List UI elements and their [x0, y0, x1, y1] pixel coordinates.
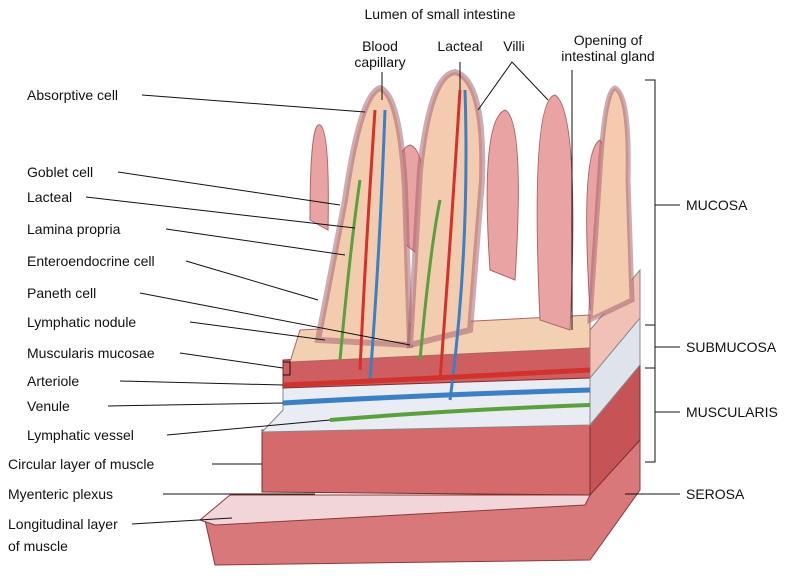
lymphatic-vessel-label: Lymphatic vessel: [27, 427, 134, 443]
lymphatic-vessel-line: [329, 403, 591, 422]
lymphatic-nodule-label: Lymphatic nodule: [27, 314, 137, 330]
villus-bg: [486, 109, 519, 281]
villus-front-left: [314, 84, 414, 349]
lacteal-top-label: Lacteal: [437, 38, 483, 54]
goblet-cell-label: Goblet cell: [27, 164, 94, 180]
submucosa-label: SUBMUCOSA: [686, 339, 777, 355]
lymph-vessel: [338, 179, 442, 361]
villus-bg: [536, 94, 574, 331]
longitudinal-muscle-label: Longitudinal layer of muscle: [8, 516, 118, 554]
longitudinal-line2: of muscle: [8, 538, 68, 554]
venule-label: Venule: [27, 398, 70, 414]
opening-line1: Opening of: [573, 32, 643, 48]
blood-capillary-line2: capillary: [354, 54, 406, 70]
circular-muscle-label: Circular layer of muscle: [8, 456, 155, 472]
arteriole-vessel: [282, 367, 591, 388]
longitudinal-line1: Longitudinal layer: [8, 516, 118, 532]
myenteric-plexus-label: Myenteric plexus: [8, 486, 114, 502]
opening-line2: intestinal gland: [561, 48, 655, 64]
venule-vessel: [282, 387, 591, 406]
blood-capillary-line1: Blood: [362, 38, 398, 54]
villus-bg: [309, 124, 329, 231]
serosa-label: SEROSA: [686, 486, 745, 502]
lumen-label: Lumen of small intestine: [364, 6, 516, 22]
lacteal-vessel: [368, 89, 468, 401]
arteriole-label: Arteriole: [27, 373, 80, 389]
muscularis-label: MUSCULARIS: [686, 404, 778, 420]
paneth-cell-label: Paneth cell: [27, 285, 97, 301]
lacteal-label: Lacteal: [27, 189, 73, 205]
absorptive-cell-label: Absorptive cell: [27, 87, 119, 103]
mucosa-label: MUCOSA: [686, 197, 748, 213]
villi-label: Villi: [503, 38, 525, 54]
enteroendocrine-cell-label: Enteroendocrine cell: [27, 253, 155, 269]
villus-front-right: [587, 85, 635, 325]
blood-capillary: [358, 89, 462, 381]
lamina-propria-label: Lamina propria: [27, 221, 121, 237]
muscularis-mucosae-label: Muscularis mucosae: [27, 345, 155, 361]
